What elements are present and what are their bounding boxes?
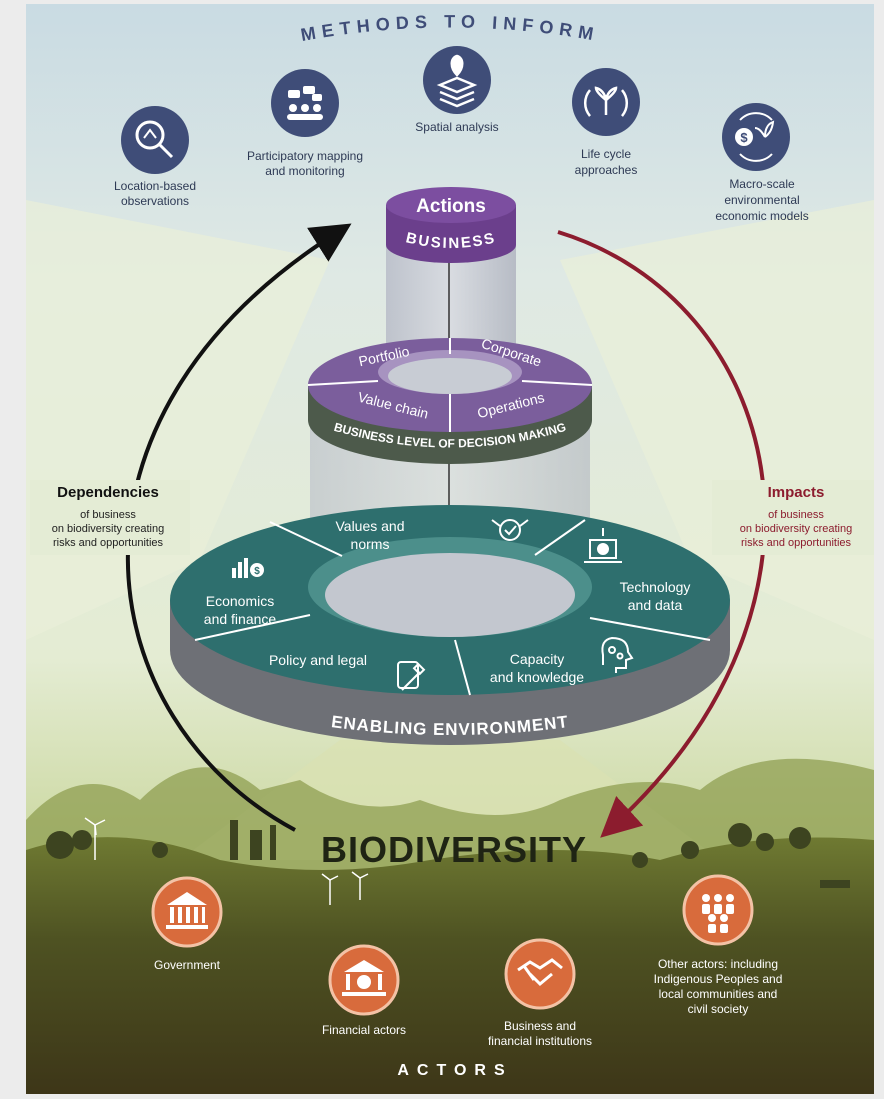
enabling-ring-dividers: [194, 519, 711, 696]
tree-silhouettes: [46, 820, 850, 888]
actor-label-line: financial institutions: [488, 1034, 592, 1048]
laptop-chart-icon: [584, 528, 622, 563]
business-cylinder-top: [386, 187, 516, 223]
method-label-line: environmental: [724, 193, 799, 207]
actor-business-institutions: Business and financial institutions: [488, 938, 592, 1048]
method-life-cycle: Life cycle approaches: [572, 68, 640, 177]
method-label-line: economic models: [715, 209, 808, 223]
map-layers-pin-icon-bg: [423, 46, 491, 114]
actor-other: Other actors: including Indigenous Peopl…: [654, 874, 783, 1016]
svg-text:$: $: [254, 566, 260, 577]
method-location-based: Location-based observations: [114, 106, 196, 208]
actions-label: Actions: [416, 196, 486, 217]
impacts-line: of business: [768, 509, 824, 521]
people-speech-icon: [287, 86, 323, 120]
enabling-segment-label-line: and finance: [204, 611, 277, 627]
method-label-line: and monitoring: [265, 164, 344, 178]
ground: [26, 837, 874, 1094]
enabling-segment-label-line: and knowledge: [490, 669, 584, 685]
method-label-line: observations: [121, 194, 189, 208]
plant-cycle-icon: [583, 86, 629, 117]
handshake-icon: [517, 958, 563, 987]
method-label-line: Spatial analysis: [415, 120, 498, 134]
impacts-line: risks and opportunities: [741, 537, 852, 549]
people-group-icon: [702, 894, 734, 933]
people-speech-icon-bg: [271, 69, 339, 137]
wind-turbines: [84, 817, 369, 905]
actor-label-line: Other actors: including: [658, 957, 778, 971]
actor-label-line: Government: [154, 958, 221, 972]
svg-text:$: $: [740, 130, 748, 145]
dependencies-label-bg: [30, 480, 190, 555]
method-label-line: Participatory mapping: [247, 149, 363, 163]
method-label-line: Macro-scale: [729, 177, 795, 191]
method-label-line: Life cycle: [581, 147, 631, 161]
head-gears-icon: [601, 636, 634, 673]
actor-government: Government: [151, 876, 223, 972]
magnifier-map-icon: [135, 120, 174, 159]
enabling-segment-label-line: norms: [351, 536, 390, 552]
method-label-line: approaches: [575, 163, 638, 177]
actor-label-line: civil society: [688, 1002, 749, 1016]
dependencies-line: of business: [80, 509, 136, 521]
money-plant-cycle-icon: $: [735, 112, 775, 162]
method-participatory-mapping: Participatory mapping and monitoring: [247, 69, 363, 178]
business-label: BUSINESS: [404, 229, 498, 252]
biodiversity-label: BIODIVERSITY: [321, 829, 587, 870]
actor-label-line: Indigenous Peoples and: [654, 972, 783, 986]
method-macro-scale: $ Macro-scale environmental economic mod…: [715, 103, 809, 223]
impacts-line: on biodiversity creating: [740, 523, 853, 535]
enabling-ring-hole-inner: [325, 553, 575, 637]
dependencies-arrow: [125, 223, 352, 832]
impacts-arrow: [557, 230, 767, 838]
dependencies-line: on biodiversity creating: [52, 523, 165, 535]
dependencies-line: risks and opportunities: [53, 537, 164, 549]
enabling-segment-label-line: Economics: [206, 593, 274, 609]
actor-label-line: local communities and: [659, 987, 778, 1001]
enabling-segment-label-line: Values and: [335, 518, 404, 534]
business-decision-ring: Portfolio Corporate Value chain Operatio…: [307, 335, 593, 464]
handshake-check-icon: [491, 519, 529, 541]
method-label-line: Location-based: [114, 179, 196, 193]
actor-label-line: Business and: [504, 1019, 576, 1033]
impacts-label-bg: [712, 480, 874, 555]
actions-business-cylinder: Actions BUSINESS: [386, 187, 516, 263]
enabling-environment-ring: Values and norms Technology and data Cap…: [170, 505, 730, 745]
decision-ring-hole-inner: [388, 358, 512, 394]
money-plant-cycle-icon-bg: [722, 103, 790, 171]
enabling-segment-label-line: Technology: [620, 579, 691, 595]
bar-chart-dollar-icon: $: [232, 558, 264, 578]
method-spatial-analysis: Spatial analysis: [415, 46, 499, 134]
actor-financial: Financial actors: [322, 944, 406, 1037]
actors-title: ACTORS: [397, 1062, 512, 1079]
decision-ring-dividers: [307, 338, 593, 432]
actor-label-line: Financial actors: [322, 1023, 406, 1037]
handshake-icon-bg: [504, 938, 576, 1010]
dependencies-title: Dependencies: [57, 484, 159, 501]
bank-icon: [342, 960, 386, 996]
magnifier-map-icon-bg: [121, 106, 189, 174]
enabling-segment-label-line: Capacity: [510, 651, 564, 667]
enabling-segment-label-line: Policy and legal: [269, 652, 367, 668]
impacts-title: Impacts: [768, 484, 825, 501]
map-layers-pin-icon: [436, 54, 478, 108]
gavel-scroll-icon: [397, 661, 426, 691]
government-building-icon: [166, 892, 208, 929]
enabling-segment-label-line: and data: [628, 597, 683, 613]
